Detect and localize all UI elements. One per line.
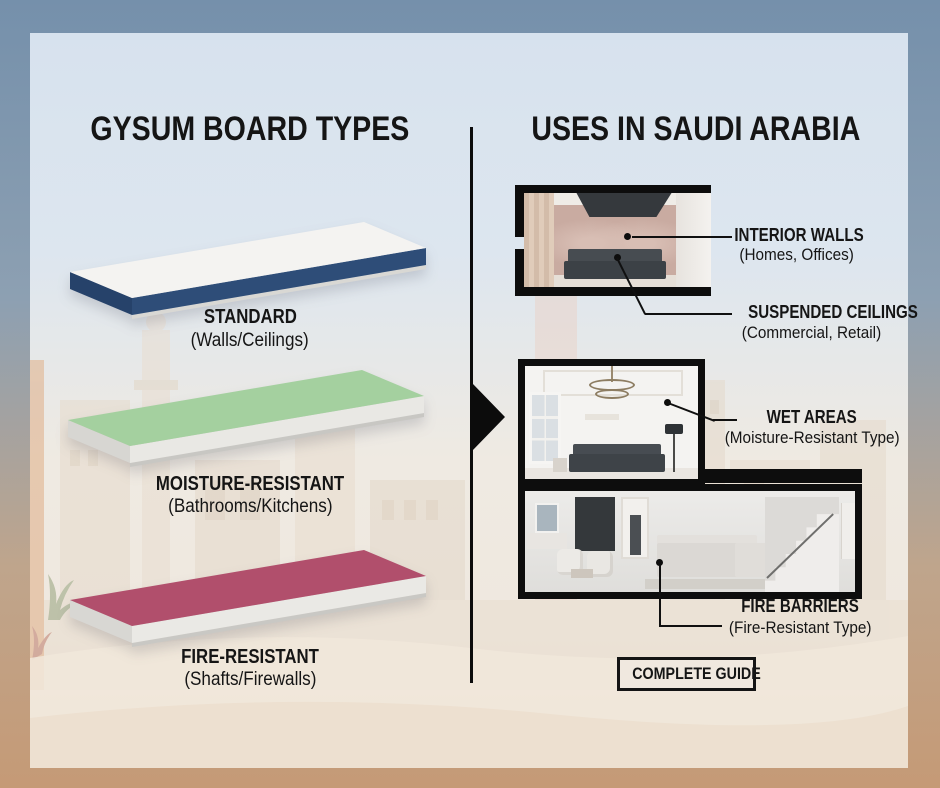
sofa-base (569, 454, 665, 472)
console-cabinet (527, 533, 567, 549)
room-floor (525, 468, 698, 479)
room-frame-left-upper (515, 193, 524, 237)
callout-line-wet-areas (713, 419, 737, 421)
callout-sublabel-interior-walls: (Homes, Offices) (739, 245, 855, 264)
standard-board-illustration (70, 222, 426, 319)
callout-dot-suspended-ceilings (614, 254, 621, 261)
callout-sublabel-fire-barriers: (Fire-Resistant Type) (728, 618, 872, 637)
curtain (524, 193, 554, 287)
chandelier-ring-lower (595, 389, 629, 399)
callout-label-fire-barriers: FIRE BARRIERS (741, 596, 859, 616)
fire-board-illustration (70, 550, 426, 647)
fire-board-label: FIRE-RESISTANT (181, 646, 319, 668)
callout-dot-fire-barriers (656, 559, 663, 566)
callout-line-fire-barriers (660, 625, 722, 627)
room-interior (524, 193, 711, 287)
room-interior (525, 366, 698, 479)
vertical-divider-line (470, 127, 473, 683)
far-right-door (841, 503, 855, 559)
wet-area-room-photo (518, 359, 705, 486)
wall-shelf (585, 414, 619, 420)
stair-wall (765, 497, 839, 592)
tall-window (529, 392, 561, 464)
divider-arrow-icon (472, 383, 505, 451)
callout-label-interior-walls: INTERIOR WALLS (734, 225, 864, 245)
room-frame-bottom (515, 287, 711, 296)
floor-lamp-shade (665, 424, 683, 434)
complete-guide-button[interactable]: COMPLETE GUIDE (617, 657, 761, 691)
moisture-board-label: MOISTURE-RESISTANT (155, 473, 345, 495)
interior-room-photo (515, 185, 711, 296)
room-interior (525, 491, 855, 592)
left-panel-title: GYSUM BOARD TYPES (90, 110, 410, 148)
doorway (621, 497, 649, 559)
right-panel-title: USES IN SAUDI ARABIA (531, 110, 861, 148)
door-glass (630, 515, 641, 555)
fire-barrier-room-photo (518, 484, 862, 599)
sofa-base (564, 261, 666, 279)
room-frame-left-lower (515, 249, 524, 287)
standard-board-sublabel: (Walls/Ceilings) (190, 330, 310, 351)
floor-lamp-stem (673, 434, 675, 472)
wall-picture (535, 503, 559, 533)
callout-dot-wet-areas (664, 399, 671, 406)
callout-line-interior-walls (632, 236, 732, 238)
callout-label-wet-areas: WET AREAS (766, 407, 858, 427)
callout-dot-interior-walls (624, 233, 631, 240)
room-frame-top (515, 185, 711, 193)
callout-sublabel-wet-areas: (Moisture-Resistant Type) (724, 428, 900, 447)
chandelier-stem (611, 366, 613, 382)
moisture-board-illustration (68, 370, 424, 467)
coffee-table (571, 569, 593, 578)
callout-vertical-fire-barriers (659, 565, 661, 627)
standard-board-label: STANDARD (203, 306, 297, 328)
moisture-board-sublabel: (Bathrooms/Kitchens) (167, 496, 333, 517)
suspended-ceiling-panel (576, 193, 672, 217)
callout-label-suspended-ceilings: SUSPENDED CEILINGS (748, 302, 918, 322)
callout-sublabel-suspended-ceilings: (Commercial, Retail) (741, 323, 881, 342)
side-table (553, 458, 567, 472)
callout-line-suspended-ceilings (645, 313, 732, 315)
fire-board-sublabel: (Shafts/Firewalls) (183, 669, 317, 690)
rug (645, 579, 775, 589)
right-wall (676, 193, 711, 287)
cutaway-step-bar (700, 469, 862, 483)
dark-art-panel (575, 497, 615, 551)
